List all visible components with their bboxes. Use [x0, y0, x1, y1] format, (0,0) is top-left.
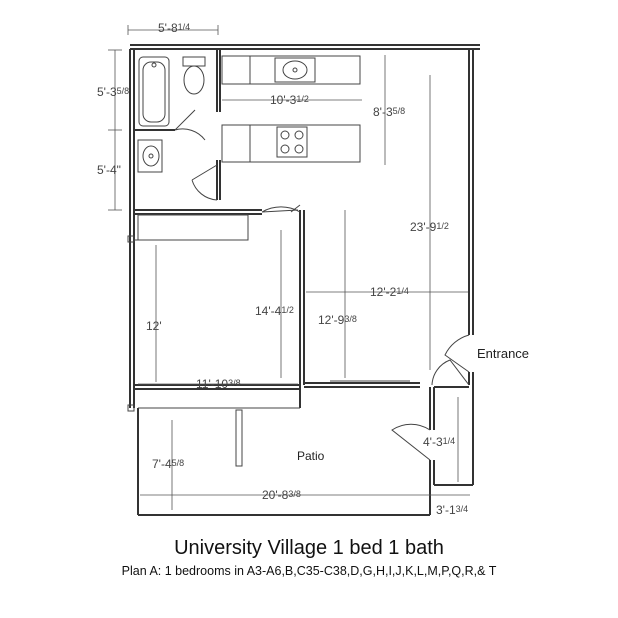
dim-living-width: 12'-21/4: [370, 285, 409, 299]
kitchen-sink-counter: [221, 55, 361, 85]
dim-bedroom-height: 14'-41/2: [255, 304, 294, 318]
dim-kitchen-height: 8'-35/8: [373, 105, 405, 119]
dim-closet-height: 5'-4": [97, 163, 121, 177]
bathtub: [138, 56, 170, 127]
dim-living-height2: 12'-93/8: [318, 313, 357, 327]
dim-top-width: 5'-81/4: [158, 21, 190, 35]
dim-storage-height: 4'-31/4: [423, 435, 455, 449]
dim-patio-height: 7'-45/8: [152, 457, 184, 471]
bath-door: [174, 109, 206, 141]
plan-subtitle: Plan A: 1 bedrooms in A3-A6,B,C35-C38,D,…: [121, 564, 497, 578]
patio-label: Patio: [297, 449, 325, 463]
dim-living-height: 23'-91/2: [410, 220, 449, 234]
vanity-sink: [137, 139, 163, 173]
hvac-box: [127, 214, 249, 412]
closet-door: [191, 164, 218, 201]
storage-door: [391, 423, 431, 461]
entrance-door: [444, 334, 470, 373]
plan-title: University Village 1 bed 1 bath: [174, 537, 444, 559]
dim-bedroom-wall: 12': [146, 319, 162, 333]
dim-kitchen-width: 10'-31/2: [270, 93, 309, 107]
dim-patio-width: 20'-83/8: [262, 488, 301, 502]
dim-bath-height: 5'-35/8: [97, 85, 129, 99]
stove-counter: [221, 124, 361, 163]
dimension-lines: [108, 25, 470, 510]
walls: [129, 44, 480, 516]
living-door: [431, 359, 470, 386]
entrance-label: Entrance: [477, 346, 529, 361]
dim-bedroom-width: 11'-103/8: [196, 377, 241, 391]
dim-storage-width: 3'-13/4: [436, 503, 468, 517]
bedroom-door: [261, 204, 301, 213]
toilet: [182, 56, 206, 95]
